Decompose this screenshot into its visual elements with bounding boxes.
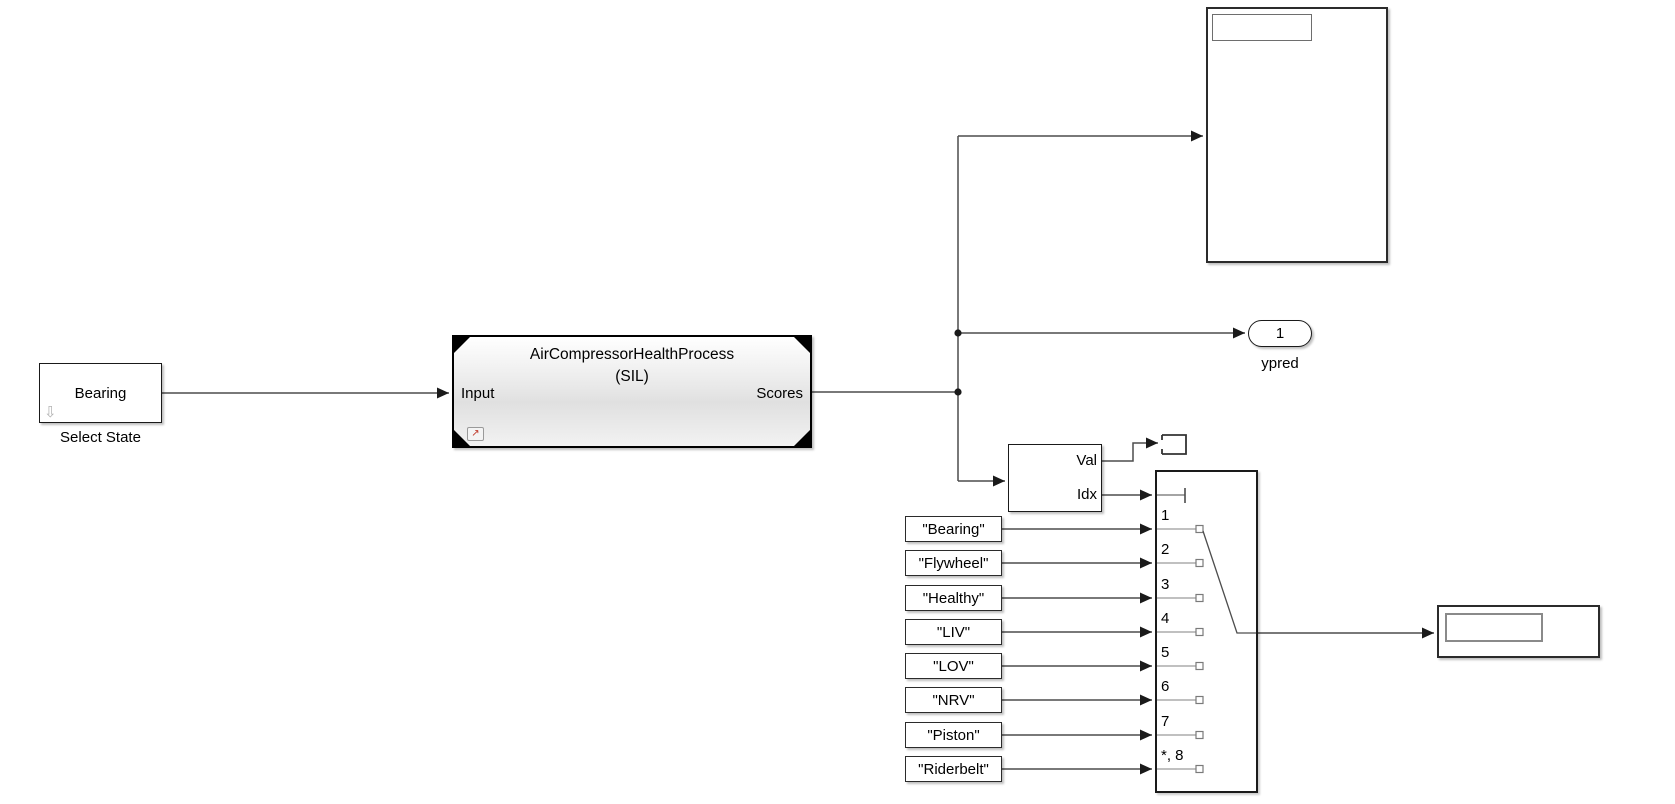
sil-corner-decoration [793,429,811,447]
switch-port-label-4: 4 [1161,610,1170,627]
display-block[interactable] [1437,605,1600,658]
select-state-label: Select State [60,429,141,446]
input-port-label: Input [461,385,495,402]
constant-block-liv[interactable]: "LIV" [905,619,1002,645]
wire-scores-branches[interactable] [812,130,1245,487]
constant-label: "Flywheel" [918,554,989,572]
model-badge-icon[interactable]: ↗ [467,427,484,441]
select-state-block[interactable]: Bearing ⇩ [39,363,162,423]
idx-port-label: Idx [1076,486,1097,503]
constant-label: "Riderbelt" [918,760,989,778]
switch-port-label-1: 1 [1161,507,1170,524]
switch-internal-contacts [1157,488,1258,774]
switch-port-label-3: 3 [1161,576,1170,593]
sil-block-subtitle: (SIL) [615,368,649,385]
constant-block-bearing[interactable]: "Bearing" [905,516,1002,542]
constant-block-healthy[interactable]: "Healthy" [905,585,1002,611]
val-port-label: Val [1076,452,1097,469]
maximum-block[interactable]: Val Idx [1008,444,1102,512]
sil-block-title: AirCompressorHealthProcess [529,346,735,363]
wire-val-to-terminator[interactable] [1102,437,1158,462]
switch-port-label-7: 7 [1161,713,1170,730]
constant-label: "Bearing" [922,520,985,538]
switch-default-port-label: *, 8 [1161,747,1184,764]
constant-label: "Piston" [927,726,980,744]
scores-port-label: Scores [756,385,803,402]
constant-label: "LOV" [933,657,974,675]
dropdown-arrow-icon[interactable]: ⇩ [44,404,57,421]
ypred-label: ypred [1261,355,1299,372]
outport-number: 1 [1275,325,1285,342]
display-value-field [1212,14,1312,41]
wires-constants-to-switch[interactable] [1002,523,1152,775]
multiport-switch-block[interactable] [1155,470,1258,793]
constant-block-nrv[interactable]: "NRV" [905,687,1002,713]
constant-label: "NRV" [932,691,975,709]
constant-block-flywheel[interactable]: "Flywheel" [905,550,1002,576]
constant-label: "Healthy" [922,589,985,607]
constant-block-riderbelt[interactable]: "Riderbelt" [905,756,1002,782]
sil-corner-decoration [793,336,811,354]
sil-corner-decoration [453,429,471,447]
array-display-block[interactable] [1206,7,1388,263]
switch-port-label-5: 5 [1161,644,1170,661]
ypred-outport-block[interactable]: 1 [1248,320,1312,347]
constant-block-lov[interactable]: "LOV" [905,653,1002,679]
constant-block-piston[interactable]: "Piston" [905,722,1002,748]
switch-port-label-2: 2 [1161,541,1170,558]
wire-junction-dot [954,329,962,396]
select-state-value: Bearing [74,384,127,402]
display-value-field [1445,613,1543,642]
constant-label: "LIV" [936,623,971,641]
sil-corner-decoration [453,336,471,354]
switch-port-label-6: 6 [1161,678,1170,695]
terminator-icon[interactable] [1161,434,1187,455]
sil-subsystem-block[interactable]: AirCompressorHealthProcess (SIL) Input S… [452,335,812,448]
